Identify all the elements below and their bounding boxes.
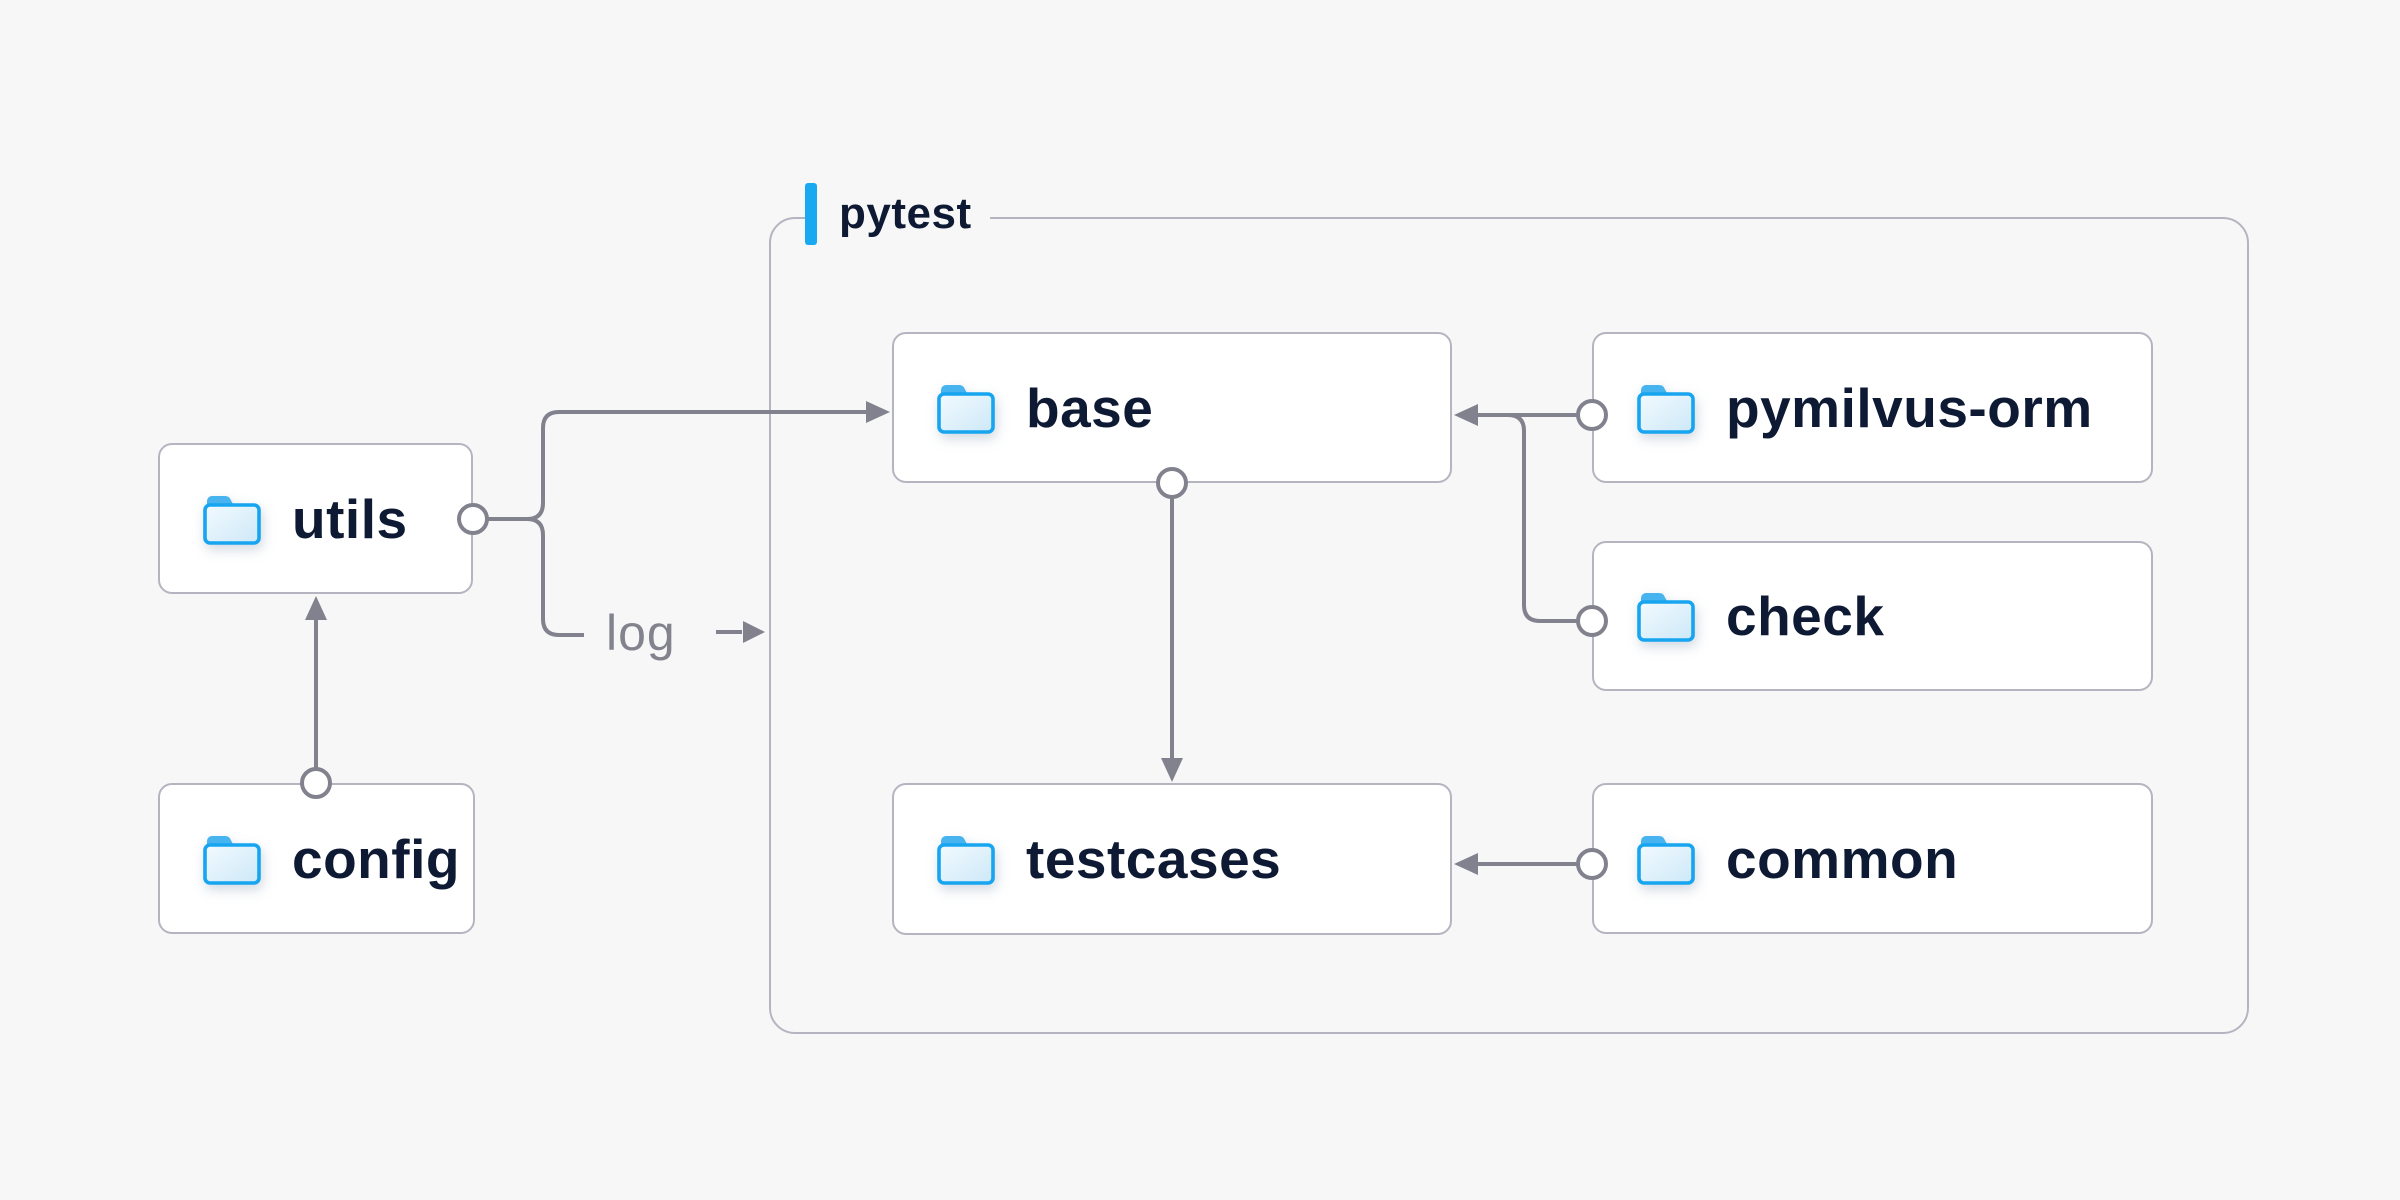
- node-label: pymilvus-orm: [1726, 376, 2093, 439]
- node-label: base: [1026, 376, 1154, 439]
- folder-icon: [203, 835, 261, 885]
- folder-icon: [203, 495, 261, 545]
- folder-icon: [937, 835, 995, 885]
- edge-label-log: log: [606, 605, 676, 661]
- node-common: common: [1592, 783, 2153, 934]
- node-base: base: [892, 332, 1452, 483]
- node-check: check: [1592, 541, 2153, 691]
- pytest-group-box: [769, 217, 2249, 1034]
- node-label: testcases: [1026, 828, 1282, 890]
- folder-icon: [1637, 835, 1695, 885]
- accent-bar: [805, 183, 817, 245]
- node-label: utils: [292, 487, 408, 550]
- folder-icon: [937, 384, 995, 434]
- folder-icon: [1637, 384, 1695, 434]
- node-testcases: testcases: [892, 783, 1452, 935]
- node-pymilvus-orm: pymilvus-orm: [1592, 332, 2153, 483]
- folder-icon: [1637, 592, 1695, 642]
- node-label: check: [1726, 585, 1885, 647]
- group-title: pytest: [839, 189, 972, 238]
- node-label: common: [1726, 827, 1959, 890]
- edge-config-utils: [300, 596, 332, 799]
- pytest-group-label: pytest: [805, 183, 990, 245]
- node-label: config: [292, 827, 460, 890]
- node-utils: utils: [158, 443, 473, 594]
- node-config: config: [158, 783, 475, 934]
